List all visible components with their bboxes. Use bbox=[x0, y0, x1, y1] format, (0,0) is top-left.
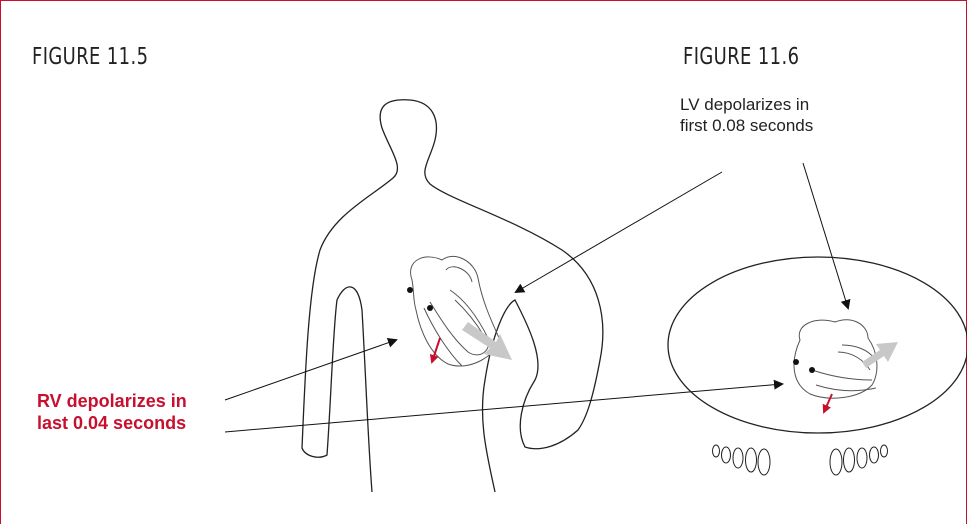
chest-cross-section bbox=[668, 257, 967, 433]
rv-leader-line-11-6 bbox=[225, 384, 782, 432]
electrode-dot bbox=[793, 359, 799, 365]
rv-leader-line-11-5 bbox=[225, 340, 396, 400]
waveform-right bbox=[830, 445, 888, 475]
electrode-dot bbox=[809, 367, 815, 373]
lv-leader-line-11-6 bbox=[803, 163, 848, 308]
rv-vector-arrow bbox=[824, 394, 832, 412]
heart-diagram-11-6 bbox=[794, 320, 877, 398]
lv-vector-arrow bbox=[462, 322, 512, 360]
waveform-left bbox=[713, 445, 771, 475]
electrode-dot bbox=[407, 287, 413, 293]
torso-outline bbox=[302, 100, 603, 492]
electrode-dot bbox=[427, 305, 433, 311]
heart-diagram-11-5 bbox=[411, 256, 500, 366]
lv-vector-arrow bbox=[862, 342, 898, 368]
lv-leader-line-11-5 bbox=[516, 172, 722, 292]
rv-vector-arrow bbox=[432, 338, 440, 362]
